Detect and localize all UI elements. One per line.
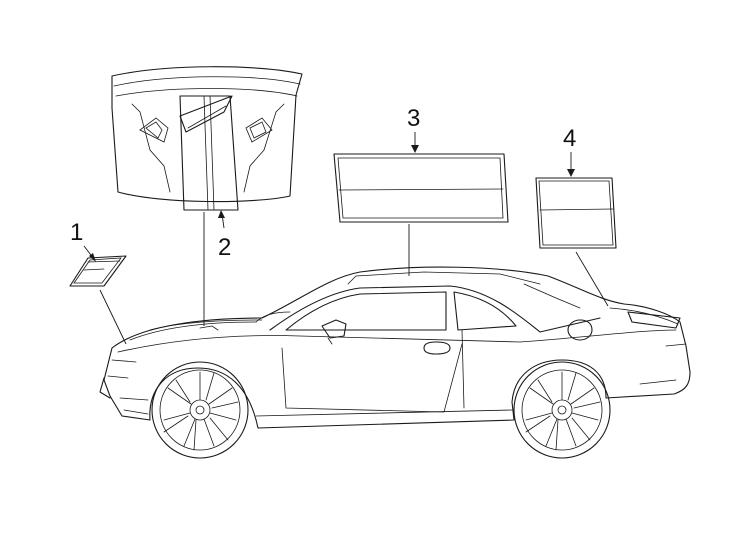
part-2-hood xyxy=(111,66,303,211)
part-4-rear-decal xyxy=(535,177,617,249)
leader-lines xyxy=(99,212,609,345)
callout-1: 1 xyxy=(70,219,83,246)
callout-3-arrow xyxy=(411,132,419,153)
part-3-side-decal xyxy=(333,153,509,223)
callout-3: 3 xyxy=(407,105,420,132)
callout-4: 4 xyxy=(563,125,576,152)
part-1-decal xyxy=(69,255,127,287)
rear-wheel xyxy=(513,361,611,459)
car-body xyxy=(99,266,691,429)
callout-2: 2 xyxy=(218,234,231,261)
callout-4-arrow xyxy=(567,152,575,177)
callout-1-arrow xyxy=(83,245,96,262)
callout-2-arrow xyxy=(218,210,225,229)
front-wheel xyxy=(151,361,249,459)
